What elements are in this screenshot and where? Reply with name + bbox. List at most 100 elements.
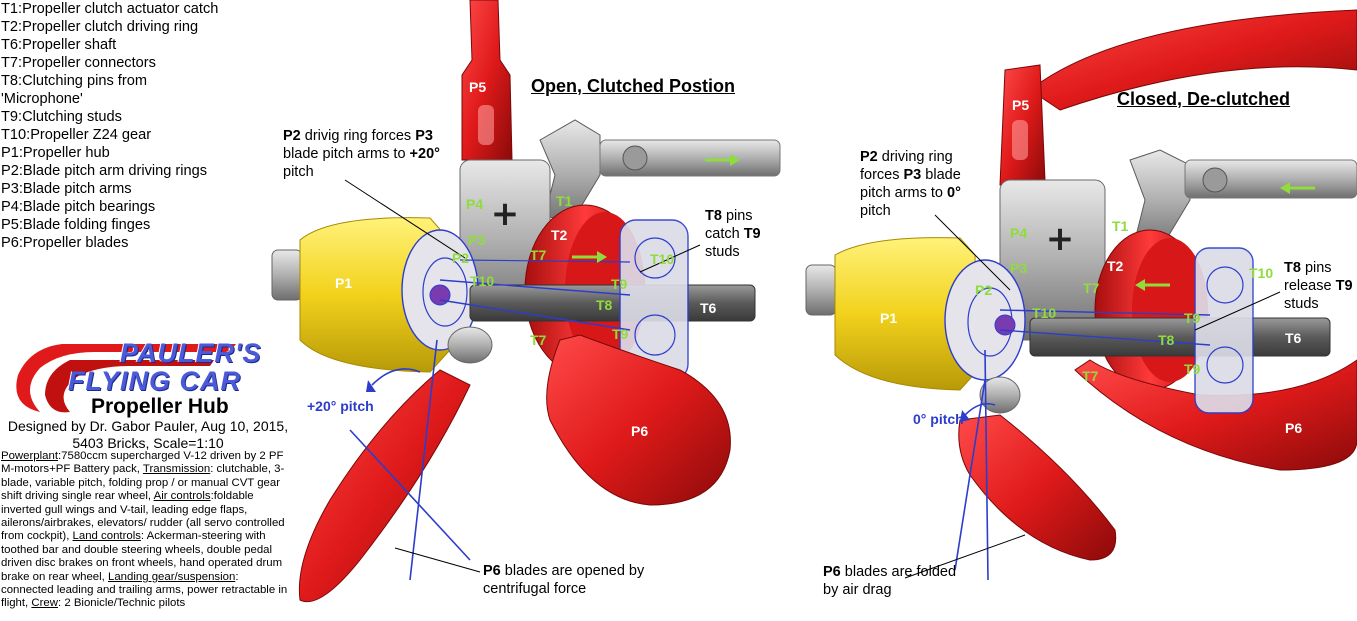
left-label-t1: T1 bbox=[556, 193, 573, 209]
legend-item: T10:Propeller Z24 gear bbox=[1, 127, 152, 143]
diagram-subtitle: Propeller Hub bbox=[91, 395, 229, 418]
right-label-t6: T6 bbox=[1285, 330, 1302, 346]
right-leader-pins bbox=[1194, 291, 1281, 331]
logo: PAULER'S FLYING CAR bbox=[8, 336, 298, 406]
right-label-t10a: T10 bbox=[1032, 305, 1057, 321]
left-label-t9b: T9 bbox=[612, 326, 629, 342]
left-gear-tooth-a bbox=[634, 237, 676, 279]
left-pitch-arrowhead bbox=[366, 380, 376, 392]
right-arrow-rod-head bbox=[1280, 182, 1290, 194]
right-label-t7b: T7 bbox=[1082, 368, 1099, 384]
left-note-blades: P6 blades are opened by centrifugal forc… bbox=[483, 563, 645, 597]
legend-item: T9:Clutching studs bbox=[1, 109, 122, 125]
legend-item: P2:Blade pitch arm driving rings bbox=[1, 163, 208, 179]
right-rod-pin bbox=[1202, 167, 1228, 193]
left-label-t10: T10 bbox=[650, 251, 675, 267]
logo-swoosh-inner bbox=[45, 360, 214, 413]
spec-text: : clutchable, 3-blade, variable pitch, f… bbox=[1, 463, 285, 503]
right-propeller-shaft bbox=[1029, 317, 1331, 357]
right-note-pitch-arms: P2 driving ring forces P3 blade pitch ar… bbox=[860, 149, 961, 219]
spec-label: Air controls bbox=[153, 490, 211, 503]
right-leader-blades bbox=[904, 534, 1026, 579]
left-label-t7a: T7 bbox=[530, 247, 547, 263]
right-pitch-line-2 bbox=[954, 379, 986, 571]
right-pitch-arc bbox=[964, 402, 996, 416]
spec-text: : Ackerman-steering with toothed bar and… bbox=[1, 530, 283, 583]
left-finger-slot bbox=[478, 105, 494, 145]
legend-item: T7:Propeller connectors bbox=[1, 55, 156, 71]
left-label-p5: P5 bbox=[469, 79, 487, 95]
right-blade-upper bbox=[1029, 9, 1357, 111]
spec-text: :foldable inverted gull wings and V-tail… bbox=[1, 490, 285, 543]
left-connector bbox=[447, 326, 493, 364]
right-label-t2: T2 bbox=[1107, 258, 1124, 274]
right-z24-gear bbox=[1194, 247, 1254, 414]
left-arrow-ring-head bbox=[597, 251, 607, 263]
legend-item: P1:Propeller hub bbox=[1, 145, 110, 161]
right-label-p5: P5 bbox=[1012, 97, 1030, 113]
right-cross-axle-hole: + bbox=[1046, 219, 1075, 259]
spec-text: : 2 Bionicle/Technic pilots bbox=[57, 597, 186, 610]
left-pitch-label: +20° pitch bbox=[307, 398, 374, 414]
right-finger-slot bbox=[1012, 120, 1028, 160]
left-linkage-1 bbox=[439, 279, 631, 296]
right-label-t9a: T9 bbox=[1184, 310, 1201, 326]
left-note-pitch-arms: P2 drivig ring forces P3 blade pitch arm… bbox=[283, 128, 440, 180]
right-leader-top bbox=[934, 214, 1011, 291]
left-gear-tooth-b bbox=[634, 314, 676, 356]
left-label-t10a: T10 bbox=[470, 273, 495, 289]
left-hub-stub bbox=[271, 249, 303, 301]
legend-item: T8:Clutching pins from 'Microphone' bbox=[1, 73, 147, 107]
left-label-p4: P4 bbox=[466, 196, 484, 212]
left-arrow-rod-head bbox=[730, 154, 740, 166]
logo-line1: PAULER'S bbox=[120, 338, 262, 368]
parts-legend: T1:Propeller clutch actuator catch T2:Pr… bbox=[1, 0, 291, 252]
left-leader-pins bbox=[639, 244, 701, 273]
spec-text: : connected leading and trailing arms, p… bbox=[1, 570, 288, 610]
legend-item: P3:Blade pitch arms bbox=[1, 181, 132, 197]
spec-label: Land controls bbox=[72, 530, 141, 543]
right-hub-center bbox=[994, 314, 1016, 336]
left-note-pins: T8 pins catch T9 studs bbox=[705, 208, 761, 260]
right-label-t10: T10 bbox=[1249, 265, 1274, 281]
left-hub-center bbox=[429, 284, 451, 306]
specs-text: Powerplant:7580ccm supercharged V-12 dri… bbox=[1, 450, 290, 611]
left-assembly: + bbox=[271, 0, 781, 603]
left-pitch-line-1 bbox=[409, 339, 438, 581]
legend-item: T2:Propeller clutch driving ring bbox=[1, 19, 199, 35]
right-label-t7: T7 bbox=[1083, 280, 1100, 296]
right-pitch-arrowhead bbox=[960, 410, 970, 422]
left-actuator-catch bbox=[539, 119, 601, 226]
right-note-pins: T8 pins release T9 studs bbox=[1284, 260, 1353, 312]
left-pitch-arc bbox=[371, 368, 421, 386]
left-actuator-rod bbox=[599, 139, 781, 177]
right-actuator-catch bbox=[1129, 149, 1191, 251]
right-label-p3: P3 bbox=[1010, 260, 1028, 276]
legend-item: P4:Blade pitch bearings bbox=[1, 199, 156, 215]
legend-item: P5:Blade folding finges bbox=[1, 217, 151, 233]
left-leader-top bbox=[344, 179, 466, 259]
left-heading: Open, Clutched Postion bbox=[531, 76, 736, 96]
left-cross-axle-hole: + bbox=[491, 194, 520, 234]
right-label-p2: P2 bbox=[975, 282, 993, 298]
legend-item: T1:Propeller clutch actuator catch bbox=[1, 1, 219, 17]
right-blade-left bbox=[958, 414, 1117, 561]
logo-swoosh bbox=[16, 344, 236, 413]
left-label-p1: P1 bbox=[335, 275, 353, 291]
right-gear-tooth-a bbox=[1206, 266, 1244, 304]
right-linkage-1 bbox=[999, 309, 1211, 316]
right-label-p1: P1 bbox=[880, 310, 898, 326]
left-rod-pin bbox=[622, 145, 648, 171]
right-blade-lower bbox=[1074, 359, 1357, 471]
spec-label: Crew bbox=[31, 597, 58, 610]
left-label-p6: P6 bbox=[631, 423, 649, 439]
left-label-p3: P3 bbox=[468, 232, 486, 248]
spec-label: Powerplant bbox=[1, 450, 58, 462]
left-label-t8: T8 bbox=[596, 297, 613, 313]
left-label-p2: P2 bbox=[452, 250, 470, 266]
logo-line2: FLYING CAR bbox=[68, 366, 241, 396]
left-label-t2: T2 bbox=[551, 227, 568, 243]
left-label-t9a: T9 bbox=[611, 276, 628, 292]
left-pitch-line-2 bbox=[349, 429, 471, 561]
